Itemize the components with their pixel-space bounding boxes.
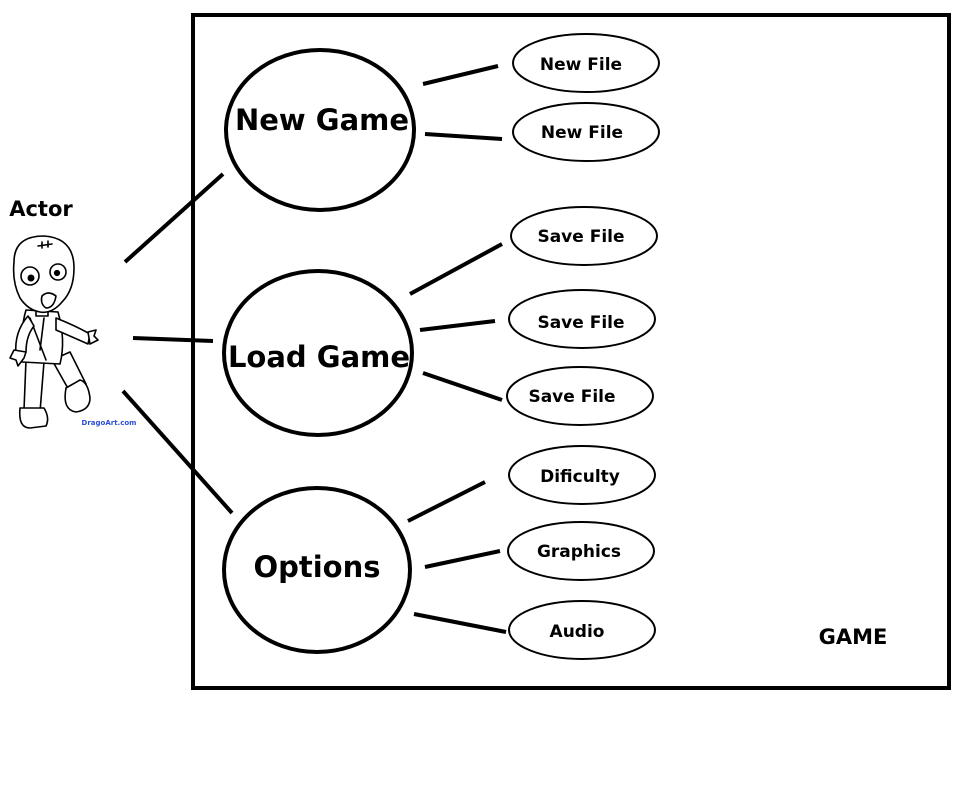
sub-use-case-audio-label: Audio	[550, 622, 605, 642]
use-case-load-game[interactable]: Load Game	[222, 269, 414, 437]
new-game-to-child-2-line	[424, 132, 503, 141]
use-case-new-game-label: New Game	[235, 103, 409, 137]
options-to-child-3-line	[413, 612, 507, 634]
system-label: GAME	[819, 625, 888, 649]
sub-use-case-save-file-1[interactable]: Save File	[510, 206, 658, 266]
actor-to-load-game-line	[132, 336, 214, 343]
sub-use-case-save-file-3[interactable]: Save File	[506, 366, 654, 426]
use-case-new-game[interactable]: New Game	[224, 48, 416, 212]
actor-label: Actor	[9, 197, 73, 221]
load-game-to-child-1-line	[409, 242, 503, 296]
sub-use-case-save-file-2[interactable]: Save File	[508, 289, 656, 349]
sub-use-case-difficulty-label: Dificulty	[540, 467, 620, 487]
new-game-to-child-1-line	[422, 64, 499, 86]
system-boundary	[191, 13, 951, 690]
load-game-to-child-2-line	[419, 319, 496, 332]
watermark-logo: DragoArt.com	[82, 419, 137, 427]
actor-figure-icon	[9, 235, 99, 429]
load-game-to-child-3-line	[422, 371, 503, 402]
sub-use-case-save-file-2-label: Save File	[537, 313, 624, 333]
use-case-load-game-label: Load Game	[228, 340, 410, 374]
sub-use-case-audio[interactable]: Audio	[508, 600, 656, 660]
options-to-child-2-line	[424, 549, 501, 569]
sub-use-case-save-file-1-label: Save File	[537, 227, 624, 247]
sub-use-case-graphics-label: Graphics	[537, 542, 621, 562]
options-to-child-1-line	[407, 480, 486, 523]
sub-use-case-save-file-3-label: Save File	[528, 387, 615, 407]
use-case-options-label: Options	[253, 550, 380, 584]
sub-use-case-new-file-2-label: New File	[541, 123, 623, 143]
sub-use-case-new-file-1-label: New File	[540, 55, 622, 75]
sub-use-case-new-file-1[interactable]: New File	[512, 33, 660, 93]
sub-use-case-new-file-2[interactable]: New File	[512, 102, 660, 162]
use-case-options[interactable]: Options	[222, 486, 412, 654]
actor-to-new-game-line	[123, 172, 225, 264]
actor-to-options-line	[121, 389, 234, 515]
sub-use-case-graphics[interactable]: Graphics	[507, 521, 655, 581]
sub-use-case-difficulty[interactable]: Dificulty	[508, 445, 656, 505]
